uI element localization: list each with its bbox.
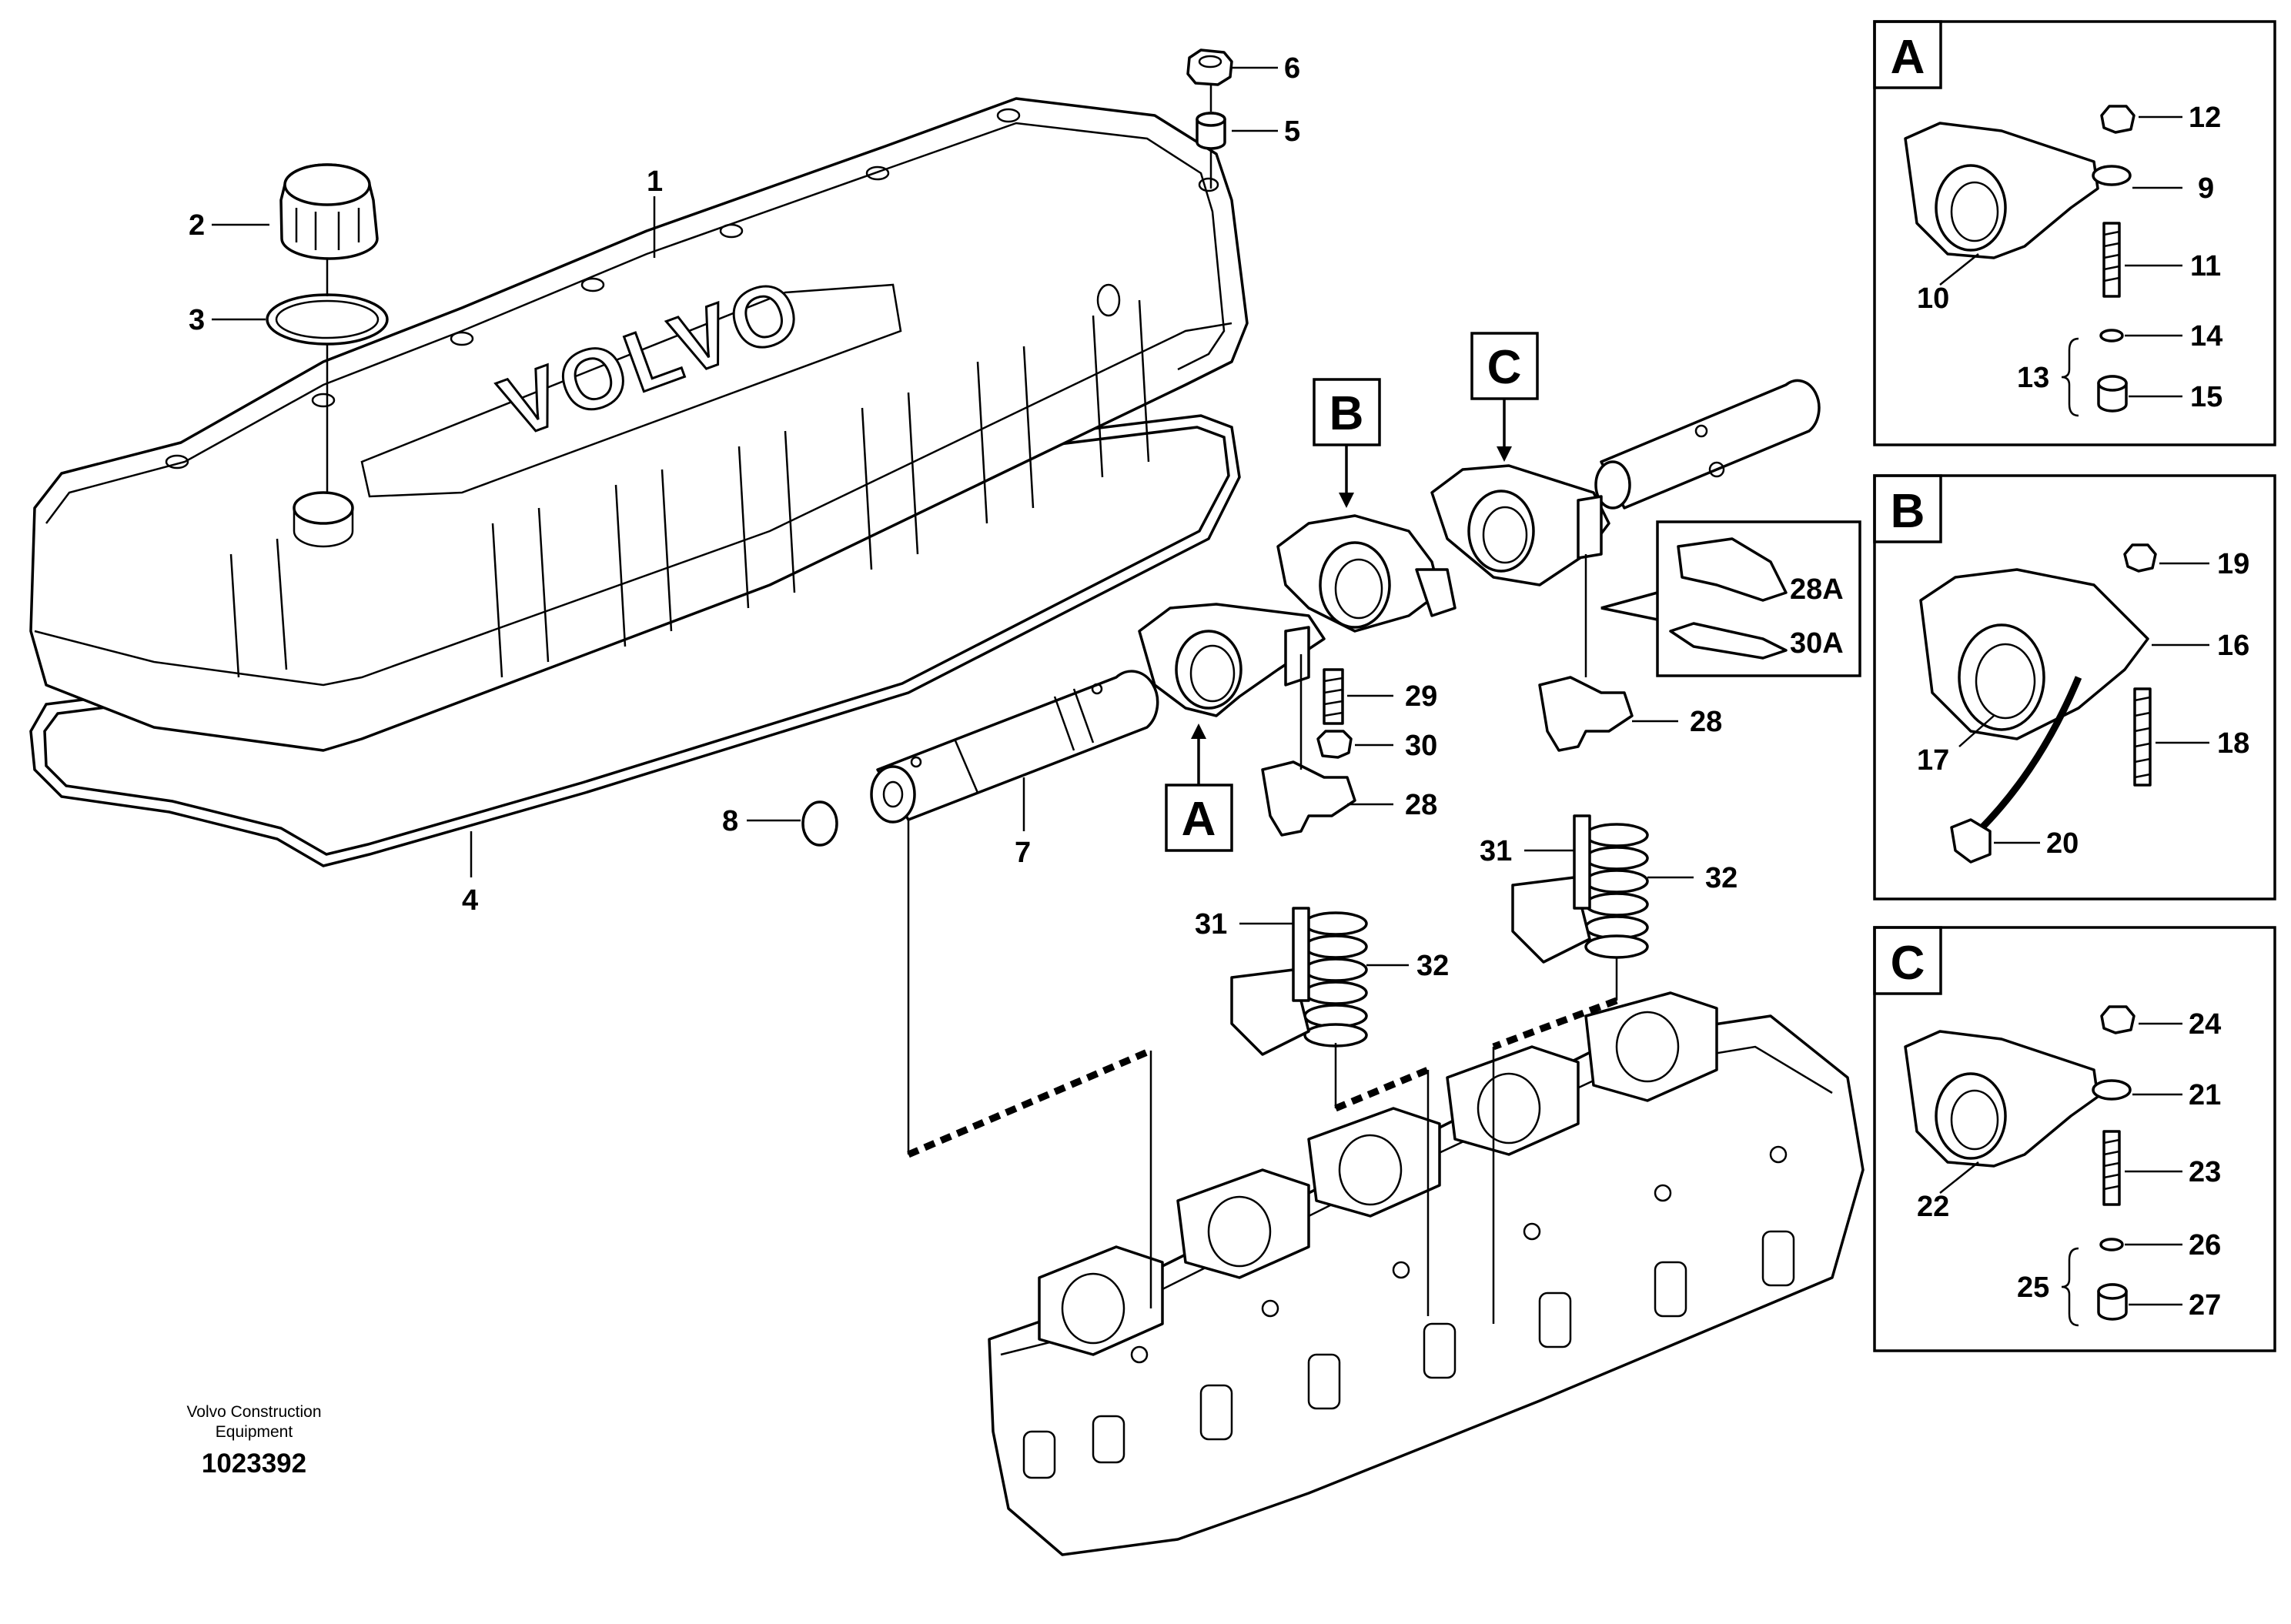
label-1: 1 <box>647 165 663 198</box>
label-6: 6 <box>1284 52 1300 85</box>
spacer-part-5 <box>1196 112 1226 150</box>
adjuster-screw-part-29 <box>1323 668 1344 725</box>
label-31-b: 31 <box>1480 835 1512 867</box>
svg-text:16: 16 <box>2217 630 2249 662</box>
detail-panel-b: B 19 16 17 18 20 <box>1873 474 2276 901</box>
credit-company-line2: Equipment <box>215 1423 293 1441</box>
svg-text:A: A <box>1891 31 1925 84</box>
label-29: 29 <box>1405 680 1437 713</box>
label-32-b: 32 <box>1705 862 1737 894</box>
svg-text:25: 25 <box>2017 1271 2049 1304</box>
valve-seat-part-31-b <box>1511 814 1591 964</box>
svg-text:24: 24 <box>2189 1008 2221 1041</box>
svg-text:22: 22 <box>1917 1191 1949 1223</box>
label-28-b: 28 <box>1690 706 1722 738</box>
detail-panel-a: A 12 9 11 10 14 13 15 <box>1873 20 2276 446</box>
svg-text:9: 9 <box>2198 172 2214 205</box>
filler-cap-part-2 <box>279 163 379 260</box>
svg-text:B: B <box>1891 485 1925 538</box>
adjuster-nut-part-30 <box>1316 730 1353 759</box>
svg-text:11: 11 <box>2190 250 2221 282</box>
valve-spring-part-32-b <box>1584 823 1649 959</box>
svg-text:20: 20 <box>2046 827 2079 860</box>
valve-bridge-part-28-a <box>1261 760 1356 837</box>
valve-seat-part-31-a <box>1230 907 1310 1056</box>
svg-text:21: 21 <box>2189 1079 2221 1111</box>
svg-text:C: C <box>1487 341 1522 394</box>
plug-part-8 <box>801 800 838 847</box>
label-30A: 30A <box>1790 627 1844 660</box>
o-ring-part-3 <box>266 293 389 346</box>
svg-text:23: 23 <box>2189 1156 2221 1188</box>
drawing-number: 1023392 <box>201 1449 307 1479</box>
credit-block: Volvo Construction Equipment 1023392 <box>123 1402 385 1479</box>
rocker-arm-a <box>1138 603 1326 717</box>
svg-text:15: 15 <box>2190 381 2222 413</box>
svg-text:10: 10 <box>1917 282 1949 315</box>
detail-panel-c: C 24 21 23 22 26 25 27 <box>1873 926 2276 1352</box>
main-labels: 1 2 3 4 5 6 7 8 28 28 29 30 31 31 32 32 <box>189 52 1737 982</box>
label-31-a: 31 <box>1195 908 1227 941</box>
view-tag-b: B <box>1313 378 1381 508</box>
svg-text:B: B <box>1329 387 1364 440</box>
svg-text:17: 17 <box>1917 744 1949 777</box>
view-tag-c: C <box>1470 332 1539 462</box>
rocker-shaft-part-7 <box>870 670 1159 824</box>
label-3: 3 <box>189 304 205 336</box>
label-32-a: 32 <box>1416 950 1449 982</box>
rocker-shaft-rear <box>1594 379 1821 510</box>
label-8: 8 <box>722 805 738 837</box>
view-tag-a: A <box>1165 723 1233 852</box>
valve-bridge-part-28-b <box>1538 676 1634 752</box>
nut-part-6 <box>1186 48 1233 86</box>
rocker-arm-c <box>1430 464 1610 586</box>
svg-text:14: 14 <box>2190 320 2222 353</box>
svg-text:12: 12 <box>2189 102 2221 134</box>
rocker-arm-b <box>1276 514 1457 633</box>
callout-28a-30a: 28A 30A <box>1600 520 1861 677</box>
label-28-a: 28 <box>1405 789 1437 821</box>
label-7: 7 <box>1015 837 1031 869</box>
svg-text:C: C <box>1891 937 1925 990</box>
svg-text:18: 18 <box>2217 727 2249 760</box>
label-30: 30 <box>1405 730 1437 762</box>
svg-text:19: 19 <box>2217 548 2249 580</box>
svg-text:26: 26 <box>2189 1229 2221 1261</box>
label-4: 4 <box>462 884 478 917</box>
svg-text:A: A <box>1182 793 1216 846</box>
cylinder-head <box>988 991 1865 1556</box>
label-5: 5 <box>1284 115 1300 148</box>
valve-cover-part-1: VOLVO <box>29 97 1249 752</box>
label-2: 2 <box>189 209 205 242</box>
assembly-lines <box>907 820 1618 1324</box>
valve-spring-part-32-a <box>1303 911 1368 1048</box>
label-28A: 28A <box>1790 573 1844 606</box>
svg-text:13: 13 <box>2017 362 2049 394</box>
svg-text:27: 27 <box>2189 1289 2221 1322</box>
credit-company: Volvo Construction <box>186 1403 322 1421</box>
